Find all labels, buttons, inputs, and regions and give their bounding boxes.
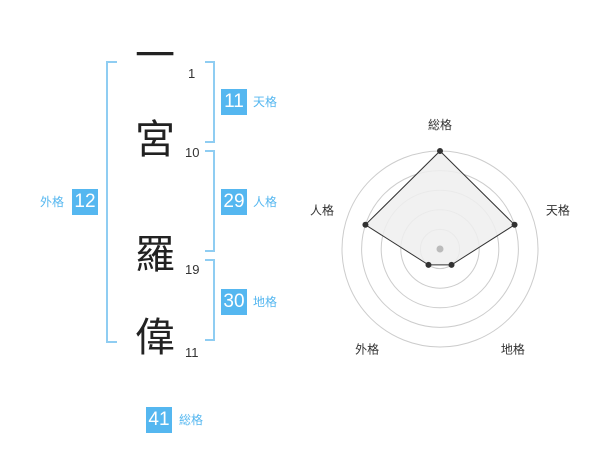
- gaikaku-label: 外格: [40, 195, 65, 209]
- tenkaku-label: 天格: [253, 95, 278, 109]
- tenkaku-value: 11: [221, 89, 247, 115]
- radar-axis-label-1: 総格: [428, 117, 452, 132]
- radar-axis-label-4: 外格: [355, 341, 379, 356]
- soukaku-value: 41: [146, 407, 172, 433]
- jinkaku-label: 人格: [253, 195, 278, 209]
- radar-point-2: [511, 221, 518, 228]
- chikaku-value: 30: [221, 289, 247, 315]
- radar-axis-label-3: 地格: [501, 341, 525, 356]
- radar-point-4: [425, 261, 432, 268]
- radar-data-polygon: [364, 150, 516, 266]
- stroke-count-2: 10: [185, 145, 200, 160]
- gaikaku-value: 12: [72, 189, 98, 215]
- stroke-count-4: 11: [185, 345, 199, 360]
- stroke-count-3: 19: [185, 262, 200, 277]
- name-char-2: 宮: [135, 117, 175, 163]
- soukaku-label: 総格: [179, 413, 204, 427]
- radar-point-3: [448, 261, 455, 268]
- radar-point-5: [362, 221, 369, 228]
- gaikaku-bracket: [106, 61, 117, 343]
- radar-point-1: [437, 148, 443, 154]
- radar-axis-label-5: 人格: [310, 203, 334, 218]
- name-char-4: 偉: [135, 315, 175, 361]
- name-char-1: 一: [135, 33, 175, 79]
- radar-center-dot: [436, 245, 444, 253]
- radar-axis-label-2: 天格: [546, 203, 570, 218]
- stroke-count-1: 1: [188, 66, 196, 81]
- chikaku-bracket: [205, 259, 215, 341]
- jinkaku-bracket: [205, 150, 215, 252]
- chikaku-label: 地格: [253, 295, 278, 309]
- name-char-3: 羅: [135, 232, 175, 278]
- jinkaku-value: 29: [221, 189, 247, 215]
- tenkaku-bracket: [205, 61, 215, 143]
